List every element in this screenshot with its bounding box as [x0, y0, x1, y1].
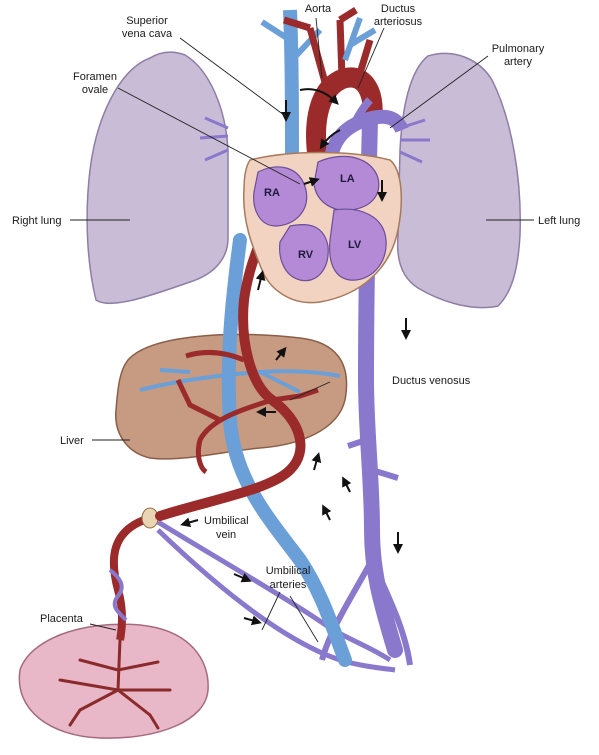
neck-veins	[342, 16, 377, 62]
label-foramen-ovale-line2: ovale	[82, 84, 108, 96]
chamber-label-rv: RV	[298, 249, 314, 261]
label-aorta: Aorta	[305, 3, 332, 15]
portal-branches	[175, 350, 319, 475]
superior-vena-cava	[283, 9, 299, 171]
chamber-label-lv: LV	[348, 239, 362, 251]
placental-vessels	[58, 638, 172, 730]
chamber-label-la: LA	[340, 173, 355, 185]
umbilical-cord	[109, 514, 152, 641]
label-superior-vena-cava-line2: vena cava	[122, 28, 173, 40]
flow-arrows	[180, 88, 411, 626]
label-umbilical-vein-line2: vein	[216, 529, 236, 541]
label-ductus-arteriosus-line2: arteriosus	[374, 16, 423, 28]
ductus-arteriosus	[348, 97, 373, 130]
right-lung	[86, 51, 229, 305]
right-atrium	[253, 166, 308, 227]
pulmonary-trunk	[323, 109, 409, 171]
left-atrium	[313, 155, 380, 211]
label-superior-vena-cava-line1: Superior	[126, 15, 168, 27]
label-liver: Liver	[60, 435, 84, 447]
umbilical-arteries	[156, 519, 396, 673]
label-ductus-venosus: Ductus venosus	[392, 375, 471, 387]
left-ventricle	[329, 208, 387, 281]
iliac-branches	[319, 437, 413, 666]
leader-lines	[70, 17, 534, 643]
label-right-lung: Right lung	[12, 215, 62, 227]
placenta	[18, 623, 209, 739]
label-ductus-arteriosus-line1: Ductus	[381, 3, 416, 15]
label-umbilical-arteries-line2: arteries	[270, 579, 307, 591]
right-ventricle	[279, 224, 329, 282]
aortic-branches	[282, 7, 374, 87]
label-placenta: Placenta	[40, 613, 84, 625]
aortic-arch	[306, 67, 383, 162]
label-foramen-ovale-line1: Foramen	[73, 71, 117, 83]
umbilical-artery-twist	[108, 568, 128, 622]
left-lung	[396, 52, 521, 309]
label-pulmonary-artery-line2: artery	[504, 56, 533, 68]
label-umbilical-vein-line1: Umbilical	[204, 515, 249, 527]
label-umbilical-arteries-line1: Umbilical	[266, 565, 311, 577]
label-pulmonary-artery-line1: Pulmonary	[492, 43, 545, 55]
inferior-vena-cava	[221, 233, 352, 667]
label-left-lung: Left lung	[538, 215, 580, 227]
chamber-label-ra: RA	[264, 187, 280, 199]
